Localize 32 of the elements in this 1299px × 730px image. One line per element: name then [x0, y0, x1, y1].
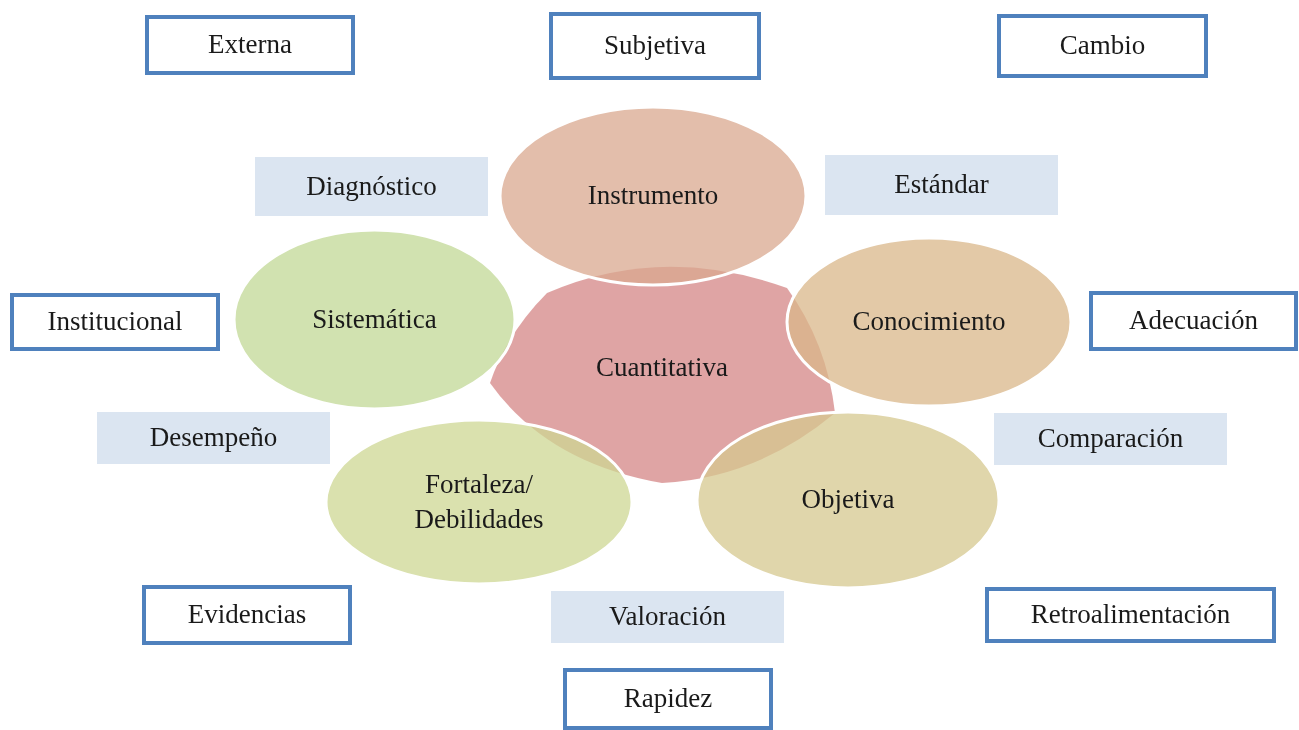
shaded-keyword-panel	[255, 157, 488, 216]
concept-label: Adecuación	[1129, 304, 1258, 338]
shaded-keyword-panel	[97, 412, 330, 464]
concept-label: Institucional	[47, 305, 183, 339]
concept-label: Objetiva	[801, 483, 895, 517]
concept-label: Diagnóstico	[306, 169, 437, 203]
concept-label: Sistemática	[312, 302, 437, 336]
concept-label: Rapidez	[623, 682, 713, 716]
concept-label: Retroalimentación	[1030, 598, 1231, 632]
concept-label: Comparación	[1037, 422, 1184, 456]
shaded-keyword-panel	[825, 155, 1058, 215]
concept-label: Desempeño	[149, 421, 278, 455]
keyword-box	[1089, 291, 1298, 351]
keyword-box	[10, 293, 220, 351]
concept-label: Evidencias	[187, 598, 307, 632]
keyword-box	[563, 668, 773, 730]
keyword-box	[142, 585, 352, 645]
concept-label: Valoración	[609, 600, 726, 634]
concept-label: Conocimiento	[852, 305, 1006, 339]
concept-label: Estándar	[894, 168, 989, 202]
concept-label: Cuantitativa	[596, 351, 728, 385]
concept-label: Subjetiva	[604, 29, 706, 63]
shaded-keyword-panel	[994, 413, 1227, 465]
concept-label: Fortaleza/ Debilidades	[413, 467, 545, 536]
concept-label: Instrumento	[587, 179, 719, 213]
keyword-box	[985, 587, 1276, 643]
keyword-box	[549, 12, 761, 80]
concept-label: Cambio	[1059, 29, 1146, 63]
concept-label: Externa	[208, 28, 292, 62]
keyword-box	[145, 15, 355, 75]
shaded-keyword-panel	[551, 591, 784, 643]
keyword-box	[997, 14, 1208, 78]
